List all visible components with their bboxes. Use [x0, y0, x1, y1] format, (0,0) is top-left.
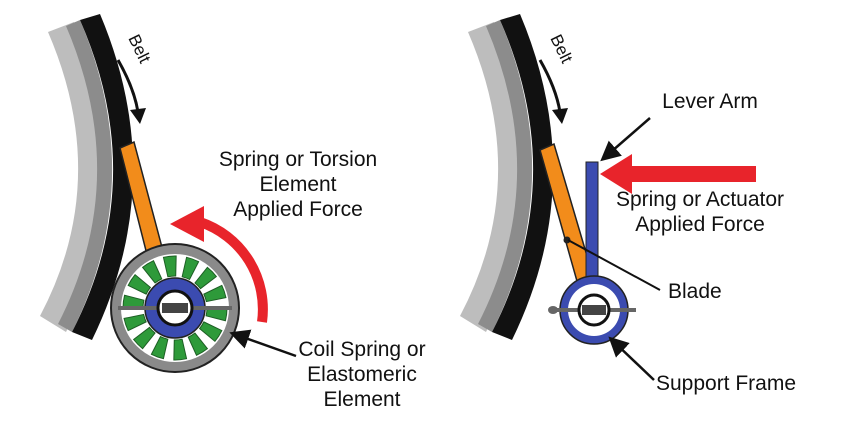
blade-label: Blade	[668, 280, 722, 303]
right-force-label: Spring or Actuator Applied Force	[616, 188, 784, 236]
svg-text:Coil Spring or: Coil Spring or	[298, 338, 425, 361]
spring-coil-segment	[141, 259, 163, 284]
support-frame-pointer	[608, 336, 655, 381]
svg-text:Applied Force: Applied Force	[635, 213, 765, 236]
support-frame	[548, 275, 636, 345]
spring-coil-segment	[203, 284, 227, 303]
svg-text:Applied Force: Applied Force	[233, 198, 363, 221]
left-force-arrow	[170, 206, 268, 323]
right-belt	[460, 14, 554, 340]
svg-text:Elastomeric: Elastomeric	[307, 363, 417, 386]
spring-coil-segment	[198, 321, 223, 343]
spring-coil-segment	[150, 335, 169, 360]
spring-coil-segment	[187, 332, 209, 357]
left-belt-arrow	[116, 59, 146, 124]
left-spring-pointer	[229, 329, 297, 358]
spring-coil-segment	[194, 266, 218, 290]
left-force-label: Spring or Torsion Element Applied Force	[219, 148, 377, 221]
left-spring-label: Coil Spring or Elastomeric Element	[298, 338, 425, 411]
spring-coil-segment	[132, 326, 156, 350]
right-panel: Belt Lever Arm Spring or Actuator Applie…	[460, 14, 796, 395]
blade-pivot-dot	[563, 236, 571, 244]
spring-coil-segment	[123, 313, 147, 332]
svg-text:Spring or Actuator: Spring or Actuator	[616, 188, 784, 211]
svg-text:Element: Element	[323, 388, 400, 411]
right-force-arrow	[600, 154, 756, 194]
support-frame-label: Support Frame	[656, 372, 796, 395]
spring-coil-segment	[173, 338, 188, 361]
spring-coil-segment	[181, 256, 200, 281]
lever-arm-pointer	[600, 117, 651, 162]
right-belt-label: Belt	[546, 31, 576, 66]
blade-pointer	[567, 239, 661, 291]
spring-coil-segment	[127, 273, 152, 295]
right-belt-arrow	[538, 59, 568, 124]
svg-text:Element: Element	[259, 173, 336, 196]
lever-arm-label: Lever Arm	[662, 90, 758, 113]
coil-spring	[122, 255, 228, 361]
left-belt-label: Belt	[124, 31, 154, 66]
left-belt	[40, 14, 134, 340]
svg-text:Spring or Torsion: Spring or Torsion	[219, 148, 377, 171]
spring-coil-segment	[162, 255, 177, 278]
left-panel: Belt Spring or Torsion Element Applied F…	[40, 14, 426, 411]
left-spring-hub	[110, 243, 240, 373]
